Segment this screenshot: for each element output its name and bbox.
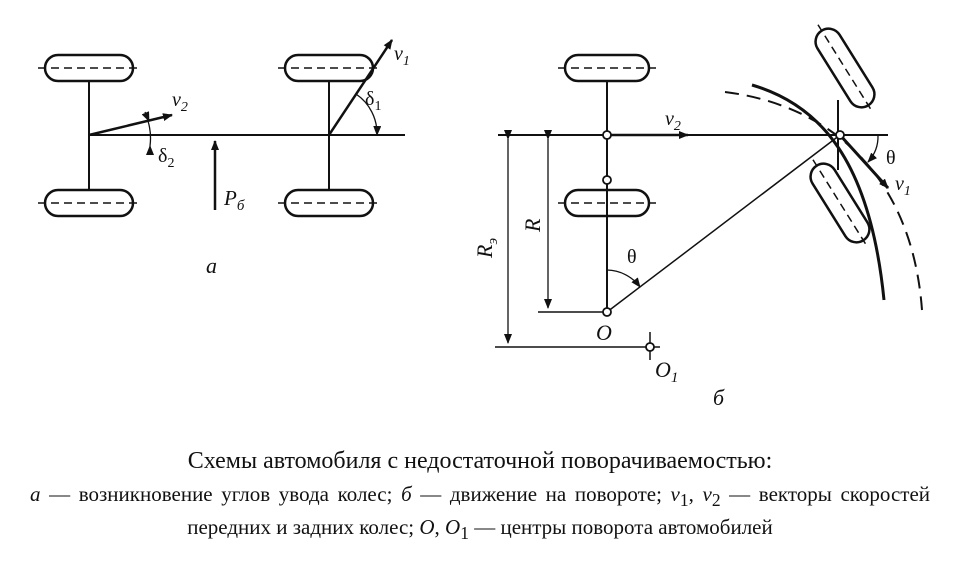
fig-b-v1-label: v [895, 173, 904, 195]
svg-text:Pб: Pб [223, 186, 245, 214]
svg-text:δ2: δ2 [158, 145, 174, 171]
fig-b-re-label: R [472, 244, 497, 259]
fig-b-o1-label: O [655, 357, 671, 382]
fig-b-o-label: O [596, 320, 612, 345]
svg-text:Rэ: Rэ [472, 238, 501, 259]
pivot-rear-axle [602, 130, 612, 140]
theta-arc-wheel [867, 134, 879, 163]
wheel-b-top [558, 53, 656, 83]
figure-b: v2 v1 θ θ R Rэ O O1 б [472, 24, 923, 410]
v2-vector [88, 113, 173, 137]
radius-line [606, 134, 841, 313]
svg-text:v2: v2 [172, 89, 188, 115]
delta2-arc [147, 120, 152, 147]
svg-text:v2: v2 [665, 108, 681, 134]
caption-body: а — возникновение углов увода колес; б —… [30, 482, 930, 544]
svg-text:δ1: δ1 [365, 88, 381, 114]
diagram-canvas: v1 v2 δ1 δ2 Pб а [38, 24, 923, 410]
wheel-b-front-top [814, 24, 876, 112]
fig-a-v2-label: v [172, 89, 181, 111]
wheel-front-bottom [278, 188, 380, 218]
wheel-b-front-bottom [809, 159, 871, 247]
fig-b-r-label: R [520, 218, 545, 233]
figure-a-label: а [206, 253, 217, 278]
fig-b-v2-label: v [665, 108, 674, 130]
pivot-rear-middle [602, 175, 612, 185]
fig-a-v1-label: v [394, 43, 403, 65]
fig-b-theta-wheel-label: θ [886, 147, 896, 169]
svg-text:v1: v1 [394, 43, 410, 69]
wheel-front-top [278, 53, 380, 83]
v1-vector-b [838, 133, 890, 190]
delta1-arc [355, 93, 382, 136]
center-o1-dot [645, 342, 655, 352]
wheel-rear-bottom [38, 188, 140, 218]
figure-a: v1 v2 δ1 δ2 Pб а [38, 39, 410, 278]
center-o-dot [602, 307, 612, 317]
wheel-rear-top [38, 53, 140, 83]
figure-b-label: б [713, 385, 725, 410]
v1-vector [327, 39, 394, 136]
fig-a-delta2-label: δ [158, 145, 167, 167]
pivot-front-axle [835, 130, 845, 140]
theta-arc-center [606, 269, 641, 288]
fig-a-force-label: P [223, 186, 237, 210]
fig-a-delta1-label: δ [365, 88, 374, 110]
trajectory-dashed [724, 91, 923, 311]
svg-text:O1: O1 [655, 357, 678, 386]
trajectory-solid [751, 83, 886, 301]
caption-title: Схемы автомобиля с недостаточной поворач… [187, 448, 773, 474]
svg-text:v1: v1 [895, 173, 911, 199]
fig-b-theta-center-label: θ [627, 246, 637, 268]
